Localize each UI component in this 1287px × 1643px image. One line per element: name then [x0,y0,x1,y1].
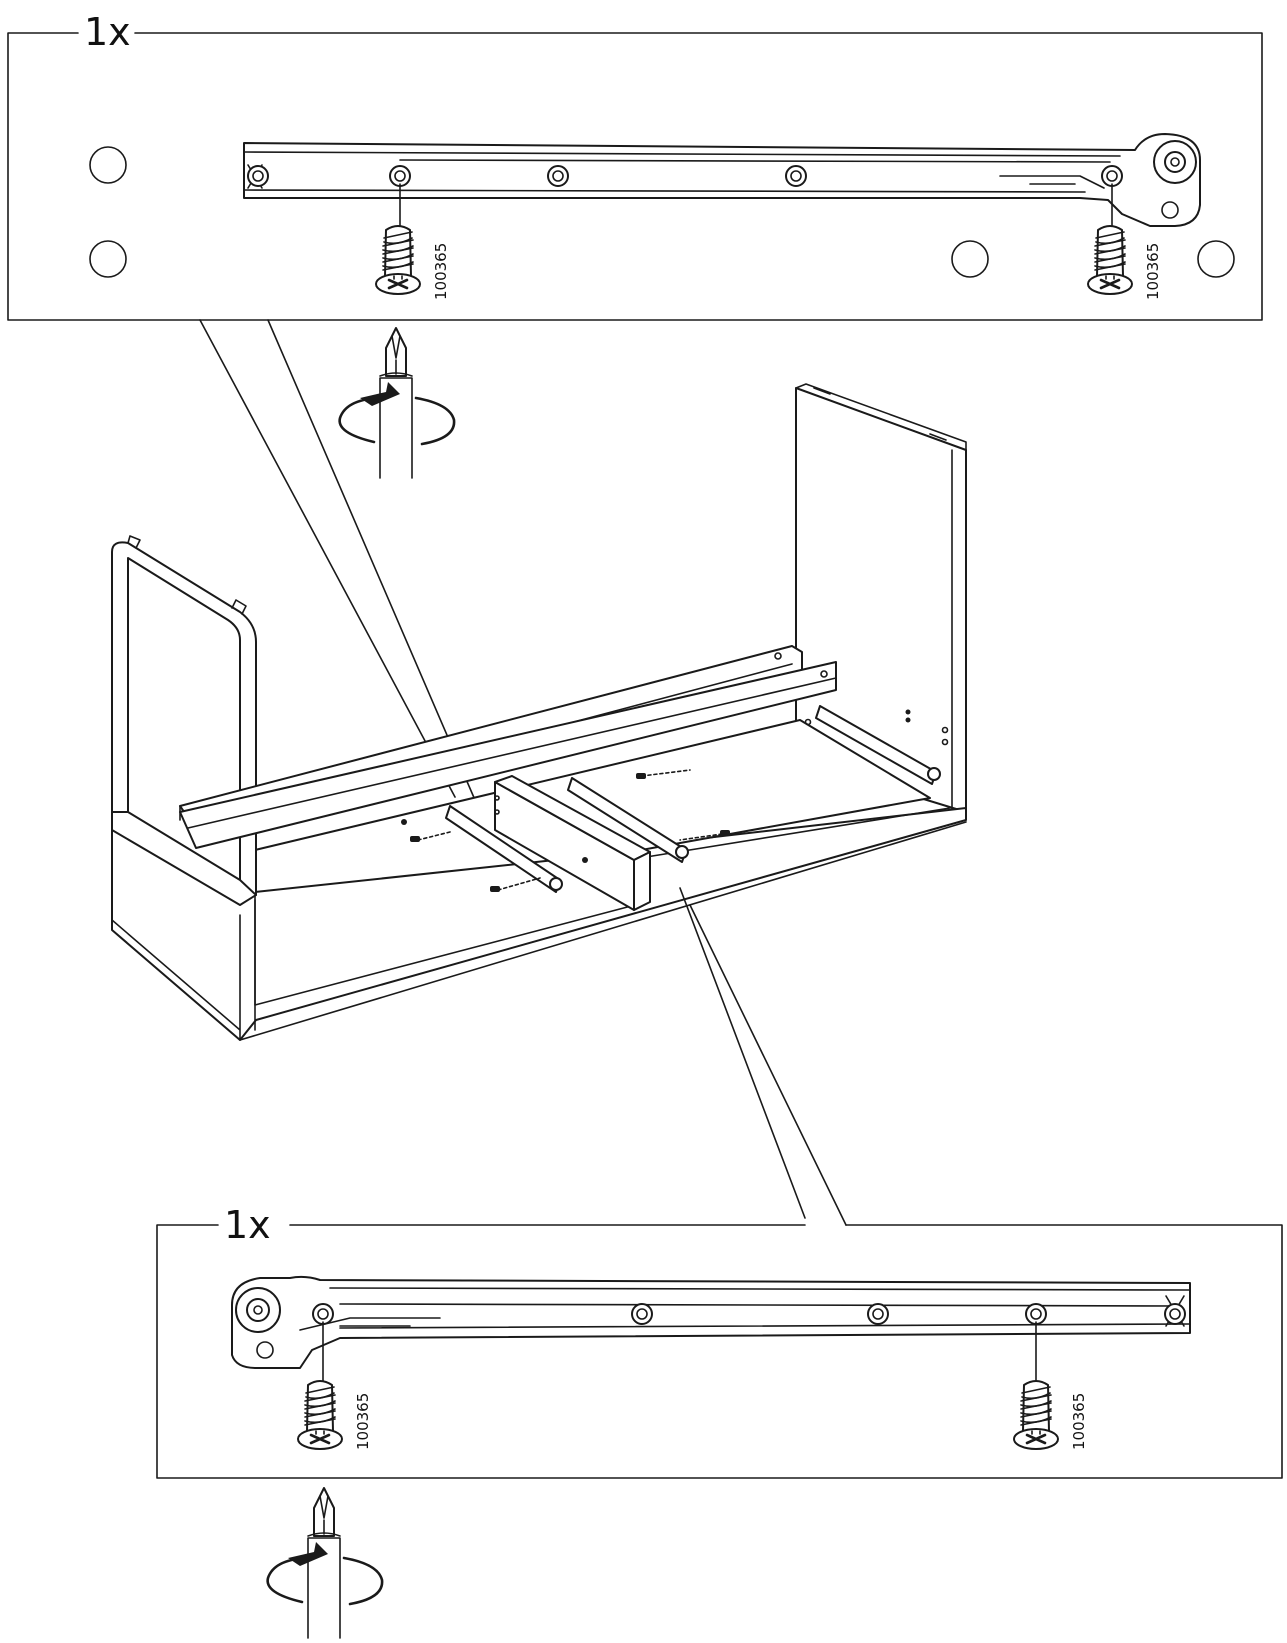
screw-icon [296,1379,344,1451]
drawer-runner-icon [243,133,1201,227]
callout-bottom: 1x 100365 100365 [156,1203,1283,1640]
part-number-label: 100365 [354,1393,372,1450]
screw-icon [374,224,422,296]
screwdriver-icon [266,1486,384,1640]
drawer-runner-icon [231,1275,1191,1369]
callout-top: 1x 100365 [7,10,1263,480]
quantity-label: 1x [84,10,131,54]
screw-icon [1086,224,1134,296]
panel-hole-icon [89,146,1235,278]
cabinet-frame-icon [111,383,967,1041]
part-number-label: 100365 [1144,243,1162,300]
screwdriver-icon [338,326,456,480]
part-number-label: 100365 [432,243,450,300]
screw-icon [1012,1379,1060,1451]
part-number-label: 100365 [1070,1393,1088,1450]
leader-line [679,887,847,1226]
quantity-label: 1x [224,1203,271,1247]
leader-line [199,319,476,801]
